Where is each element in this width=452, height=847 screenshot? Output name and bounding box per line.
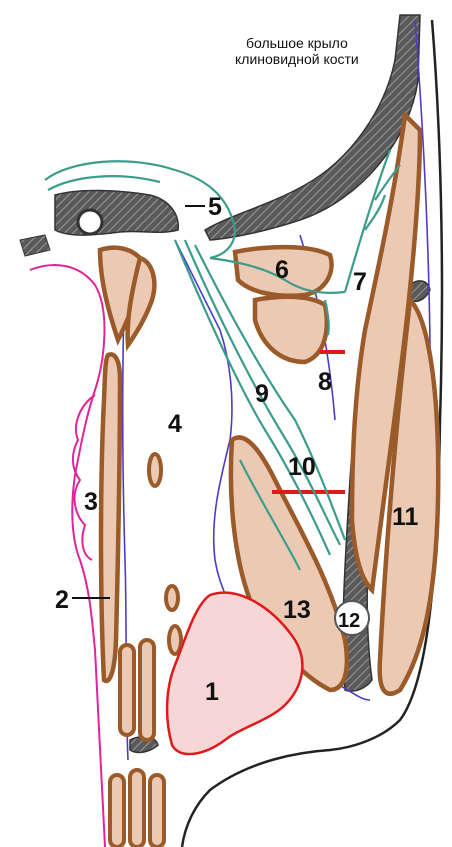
lymph-node-3 <box>169 626 181 654</box>
label-5: 5 <box>208 193 222 221</box>
tissue-column-4 <box>130 770 144 847</box>
label-3: 3 <box>84 488 98 516</box>
caption-line-2: клиновидной кости <box>235 51 359 67</box>
label-1: 1 <box>205 678 219 706</box>
tissue-column-5 <box>150 775 164 847</box>
label-2: 2 <box>55 586 69 614</box>
nerve-trunk-loop <box>48 176 160 190</box>
lateral-pterygoid-lower <box>255 297 327 362</box>
bone-fragment-right <box>410 281 430 301</box>
foramen <box>78 210 102 234</box>
tissue-column-2 <box>140 640 154 740</box>
skull-base-bone <box>55 190 178 235</box>
lymph-node-1 <box>149 454 161 486</box>
tissue-column-3 <box>110 775 124 847</box>
label-6: 6 <box>275 256 289 284</box>
pharyngeal-mucosa <box>30 265 105 847</box>
tissue-column-1 <box>120 645 134 735</box>
small-bone-left <box>20 235 50 256</box>
label-11: 11 <box>392 503 419 531</box>
label-9: 9 <box>255 380 269 408</box>
mucosa-folds <box>73 395 95 560</box>
label-13: 13 <box>283 596 311 624</box>
constrictor-strip <box>101 354 120 681</box>
label-4: 4 <box>168 410 182 438</box>
label-12: 12 <box>338 610 360 632</box>
label-10: 10 <box>288 453 316 481</box>
label-7: 7 <box>353 268 367 296</box>
label-8: 8 <box>318 368 332 396</box>
lymph-node-2 <box>166 586 178 610</box>
caption-line-1: большое крыло <box>246 35 348 51</box>
